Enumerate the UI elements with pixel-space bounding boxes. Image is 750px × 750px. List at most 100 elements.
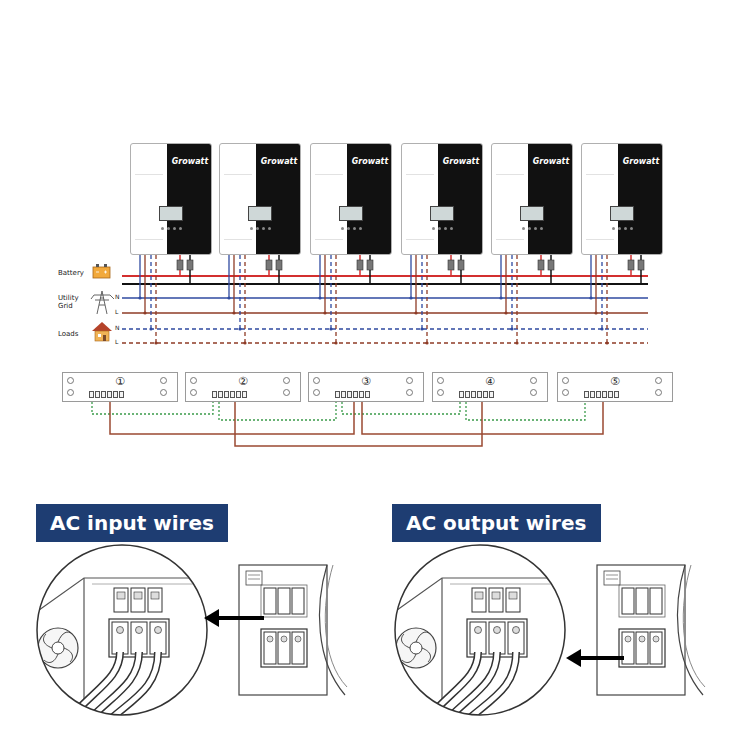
lcd-screen	[520, 206, 544, 221]
terminal-screw	[584, 391, 589, 398]
terminal-screw	[236, 391, 241, 398]
terminal-screw	[477, 391, 482, 398]
terminal-screw	[596, 391, 601, 398]
case-groove	[496, 239, 524, 240]
panel-button	[256, 227, 259, 230]
bus-label: Utility Grid	[58, 294, 91, 310]
terminal-screw	[335, 391, 340, 398]
case-groove	[315, 174, 343, 175]
panel-button	[262, 227, 265, 230]
mounting-hole	[530, 377, 537, 384]
mounting-hole	[190, 389, 197, 396]
lcd-screen	[430, 206, 454, 221]
terminal-screw	[95, 391, 100, 398]
bus-label: Loads	[58, 330, 78, 338]
mounting-hole	[283, 377, 290, 384]
terminal-screw	[471, 391, 476, 398]
case-groove	[406, 239, 434, 240]
mounting-hole	[313, 377, 320, 384]
lcd-screen	[610, 206, 634, 221]
mounting-hole	[67, 377, 74, 384]
terminal-screw	[590, 391, 595, 398]
terminal-screw	[465, 391, 470, 398]
wire-letter: N	[115, 325, 120, 332]
lcd-screen	[159, 206, 183, 221]
terminal-strip: ⑤	[557, 372, 673, 402]
case-groove	[135, 174, 163, 175]
panel-button	[250, 227, 253, 230]
case-groove	[135, 239, 163, 240]
mounting-hole	[406, 377, 413, 384]
brand-logo: Growatt	[439, 144, 483, 167]
grid-tower-icon	[91, 291, 114, 314]
mounting-hole	[160, 389, 167, 396]
terminal-screw	[483, 391, 488, 398]
panel-button	[618, 227, 621, 230]
case-groove	[224, 174, 252, 175]
wire-letter: L	[115, 309, 118, 316]
terminal-strip: ①	[62, 372, 178, 402]
terminal-screw	[212, 391, 217, 398]
case-groove	[586, 174, 614, 175]
panel-button	[268, 227, 271, 230]
lcd-screen	[248, 206, 272, 221]
terminal-screw	[614, 391, 619, 398]
panel-button	[540, 227, 543, 230]
panel-button	[630, 227, 633, 230]
panel-button	[173, 227, 176, 230]
mounting-hole	[437, 389, 444, 396]
terminal-screw	[113, 391, 118, 398]
terminal-screw	[489, 391, 494, 398]
mounting-hole	[313, 389, 320, 396]
terminal-screw	[602, 391, 607, 398]
panel-button	[161, 227, 164, 230]
terminal-screw	[224, 391, 229, 398]
mounting-hole	[437, 377, 444, 384]
inverter-unit: Growatt	[310, 143, 392, 255]
terminal-screw	[459, 391, 464, 398]
section-banner: AC input wires	[36, 504, 228, 542]
battery-icon	[93, 264, 110, 278]
mounting-hole	[562, 389, 569, 396]
panel-button	[359, 227, 362, 230]
jumper-wire	[466, 402, 585, 420]
callout-number: ②	[186, 375, 300, 388]
brand-logo: Growatt	[529, 144, 573, 167]
terminal-screw	[107, 391, 112, 398]
panel-button	[534, 227, 537, 230]
house-icon	[92, 322, 112, 341]
terminal-strip: ④	[432, 372, 548, 402]
panel-button	[347, 227, 350, 230]
terminal-screw	[101, 391, 106, 398]
callout-number: ⑤	[558, 375, 672, 388]
wire-letter: L	[115, 339, 118, 346]
mounting-hole	[190, 377, 197, 384]
case-groove	[315, 239, 343, 240]
case-groove	[224, 239, 252, 240]
wire-letter: N	[115, 294, 120, 301]
section-title: AC input wires	[50, 511, 214, 535]
panel-button	[167, 227, 170, 230]
brand-logo: Growatt	[619, 144, 663, 167]
case-groove	[406, 174, 434, 175]
panel-button	[438, 227, 441, 230]
terminal-screw	[353, 391, 358, 398]
panel-button	[612, 227, 615, 230]
panel-button	[341, 227, 344, 230]
panel-button	[522, 227, 525, 230]
terminal-screw	[119, 391, 124, 398]
jumper-wire	[110, 402, 354, 434]
bus-label: Battery	[58, 269, 84, 277]
terminal-screw	[89, 391, 94, 398]
mounting-hole	[67, 389, 74, 396]
callout-number: ①	[63, 375, 177, 388]
terminal-strip: ②	[185, 372, 301, 402]
panel-button	[450, 227, 453, 230]
terminal-screw	[218, 391, 223, 398]
section-title: AC output wires	[406, 511, 586, 535]
inverter-unit: Growatt	[219, 143, 301, 255]
terminal-screw	[242, 391, 247, 398]
terminal-screw	[608, 391, 613, 398]
jumper-wire	[235, 402, 482, 446]
inverter-unit: Growatt	[401, 143, 483, 255]
